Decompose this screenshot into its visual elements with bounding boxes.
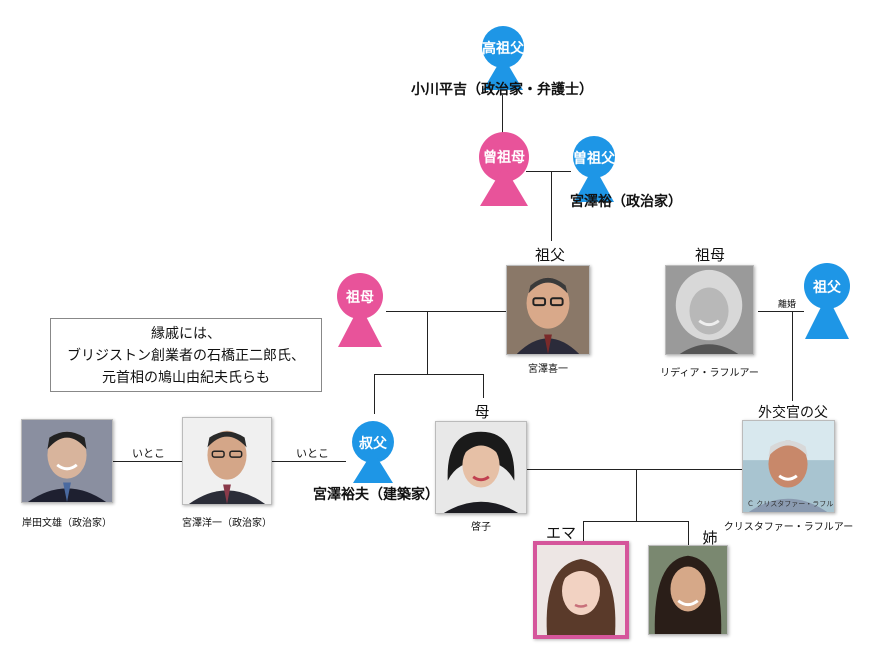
great-grandfather-name-label: 宮澤裕（政治家）: [570, 191, 682, 211]
relatives-note: 縁戚には、 ブリジストン創業者の石橋正二郎氏、 元首相の鳩山由紀夫氏らも: [50, 318, 322, 392]
kishida-photo: [21, 419, 113, 503]
yoichi-caption: 宮澤洋一（政治家）: [182, 518, 272, 529]
connector-line: [386, 311, 511, 312]
uncle-icon: 叔父: [348, 421, 398, 485]
cousin-label: いとこ: [132, 447, 165, 460]
paternal-grandmother-icon: 祖母: [334, 273, 386, 349]
great-grandfather-name: 宮澤裕: [570, 194, 612, 210]
great-great-grandfather-name: 小川平吉（政治家・弁護士）: [411, 82, 593, 98]
mother-title: 母: [474, 403, 490, 421]
connector-line: [688, 521, 689, 545]
great-grandmother-icon: 曾祖母: [476, 132, 532, 212]
icon-label: 曾祖母: [483, 150, 525, 166]
icon-label: 叔父: [359, 436, 387, 452]
connector-line: [551, 171, 552, 241]
connector-line: [112, 461, 182, 462]
connector-line: [583, 521, 584, 541]
father-title: 外交官の父: [758, 405, 828, 421]
connector-line: [374, 374, 483, 375]
yoichi-photo: [182, 417, 272, 505]
connector-line: [583, 521, 688, 522]
mother-photo: [435, 421, 527, 514]
note-line: ブリジストン創業者の石橋正二郎氏、: [67, 348, 305, 364]
paternal-grandfather-photo: [506, 265, 590, 355]
sister-title: 姉: [702, 529, 718, 547]
emma-photo: [533, 541, 629, 639]
connector-line: [374, 374, 375, 414]
connector-line: [502, 95, 503, 133]
photo-watermark: Ｃ クリスタファー・ラフルアー: [747, 500, 834, 508]
note-line: 縁戚には、: [151, 326, 221, 342]
maternal-grandmother-caption: リディア・ラフルアー: [660, 368, 759, 379]
kishida-caption: 岸田文雄（政治家）: [22, 518, 112, 529]
connector-line: [427, 311, 428, 374]
great-great-grandfather-icon: 高祖父: [478, 26, 528, 96]
note-line: 元首相の鳩山由紀夫氏らも: [102, 370, 270, 386]
icon-label: 高祖父: [482, 41, 524, 57]
divorce-label: 離婚: [778, 300, 797, 310]
maternal-grandfather-icon: 祖父: [800, 263, 854, 341]
icon-label: 曽祖父: [573, 151, 615, 167]
mother-caption: 啓子: [471, 522, 491, 533]
paternal-grandfather-caption: 宮澤喜一: [528, 364, 568, 375]
uncle-name: 宮澤裕夫（建築家）: [313, 487, 439, 503]
father-photo: Ｃ クリスタファー・ラフルアー: [742, 420, 835, 513]
emma-title: エマ: [545, 524, 576, 542]
sister-photo: [648, 545, 728, 635]
connector-line: [483, 374, 484, 398]
father-caption: クリスタファー・ラフルアー: [723, 522, 854, 533]
connector-line: [527, 469, 742, 470]
great-grandfather-role: （政治家）: [612, 194, 682, 210]
cousin-label: いとこ: [296, 447, 329, 460]
connector-line: [272, 461, 346, 462]
connector-line: [792, 311, 793, 401]
connector-line: [636, 469, 637, 522]
icon-label: 祖父: [813, 280, 841, 296]
icon-label: 祖母: [346, 290, 374, 306]
maternal-grandmother-photo: [665, 265, 754, 355]
connector-line: [758, 311, 804, 312]
great-grandfather-icon: 曽祖父: [569, 136, 619, 206]
paternal-grandfather-title: 祖父: [534, 246, 565, 264]
connector-line: [526, 171, 571, 172]
maternal-grandmother-title: 祖母: [694, 246, 725, 264]
